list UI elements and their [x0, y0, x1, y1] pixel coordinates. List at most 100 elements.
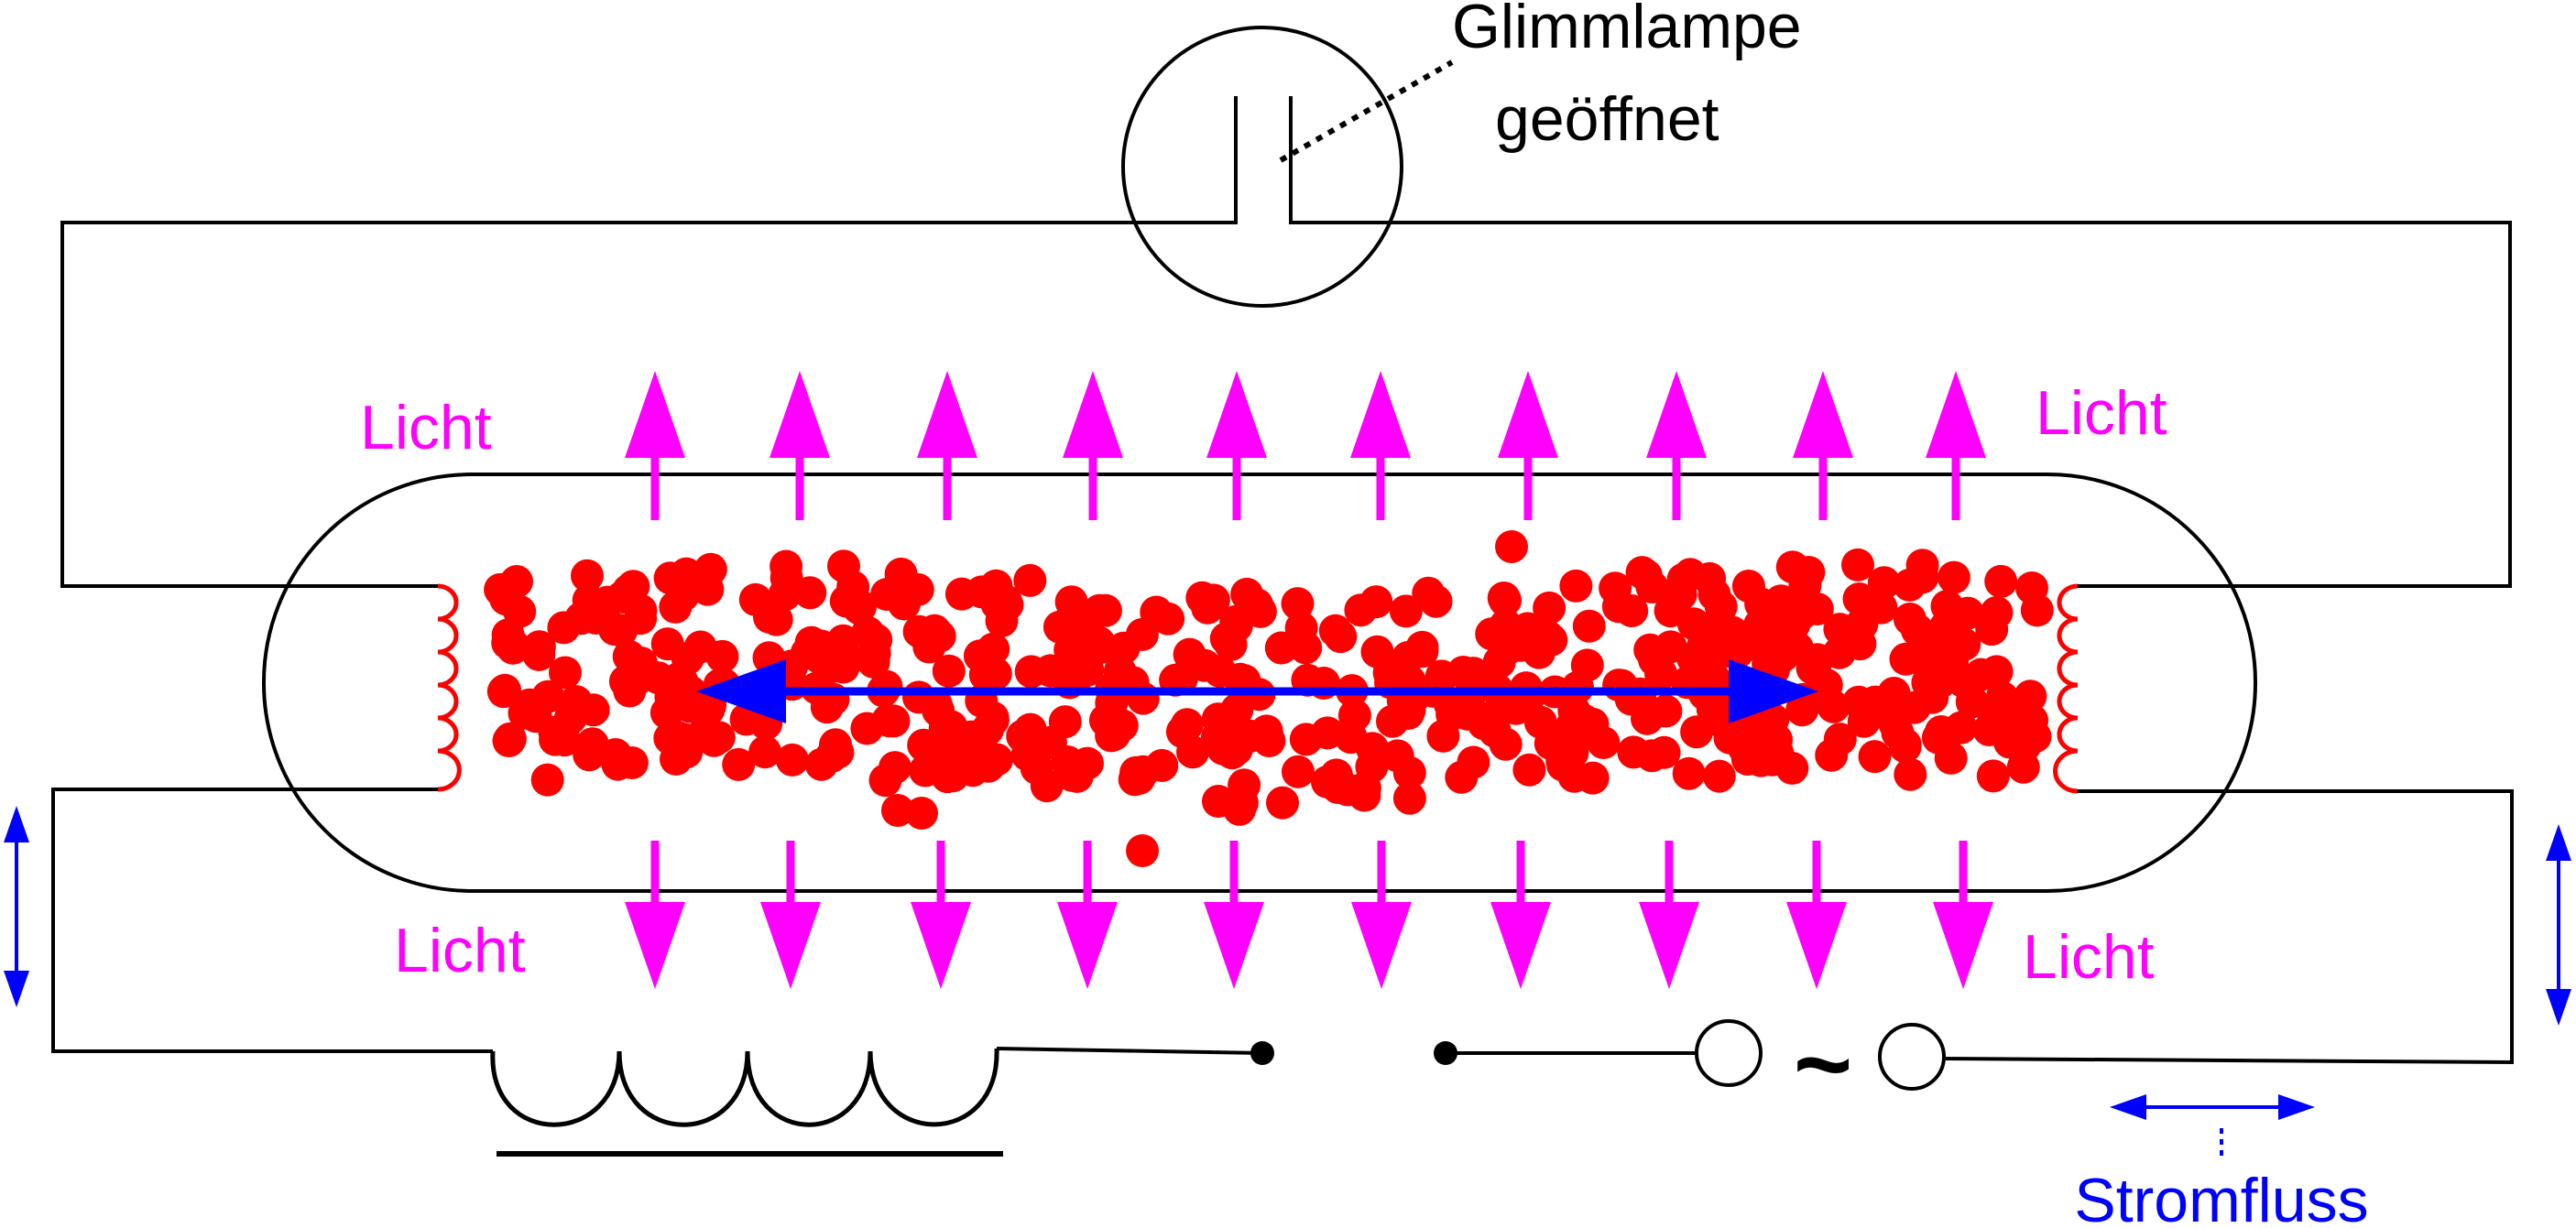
electron: [919, 688, 953, 721]
light-arrow-down-10-head: [1933, 902, 1993, 989]
electron: [670, 735, 704, 769]
electron: [1252, 724, 1286, 757]
light-arrow-down-3-head: [911, 902, 971, 989]
upper-wire-loop: [60, 96, 1238, 588]
electron: [548, 723, 582, 757]
electron: [1481, 696, 1515, 730]
electron: [1672, 756, 1706, 790]
electron: [1867, 566, 1901, 600]
electron: [1828, 614, 1861, 648]
electron: [1482, 646, 1516, 679]
electron: [1702, 759, 1736, 793]
electron: [1289, 723, 1323, 756]
electron: [1225, 786, 1259, 820]
electron: [559, 685, 593, 719]
ac-symbol: ~: [1794, 1008, 1852, 1121]
electron: [654, 680, 688, 714]
electron: [1495, 530, 1528, 563]
lower-wire-middle: [996, 1047, 1263, 1055]
switch-contact-right: [1434, 1041, 1457, 1065]
filament-left: [437, 583, 462, 792]
electron: [1457, 745, 1490, 779]
current-flow-arrows: [4, 806, 2571, 1161]
light-arrow-up-6-head: [1350, 371, 1411, 458]
electron: [522, 630, 556, 664]
light-arrow-up-5-head: [1206, 371, 1267, 458]
electron: [1191, 591, 1225, 625]
electron: [1318, 614, 1352, 647]
glow-starter-pointer: [1279, 60, 1454, 163]
electron: [748, 735, 782, 769]
electron: [1054, 585, 1088, 619]
discharge-arrow: [696, 659, 1818, 723]
light-arrow-up-9-head: [1793, 371, 1853, 458]
electron: [1631, 701, 1664, 735]
electron: [937, 757, 971, 791]
electron: [1841, 548, 1874, 581]
electron: [1604, 668, 1638, 702]
electron: [1555, 723, 1589, 756]
electron: [1955, 685, 1989, 719]
glow-starter: [1121, 26, 1454, 308]
electron: [877, 704, 911, 738]
electron: [1975, 613, 2009, 647]
electron: [1512, 753, 1546, 787]
electron: [884, 557, 918, 591]
electron: [1800, 643, 1834, 677]
electron: [1475, 617, 1509, 651]
light-arrow-down-4-head: [1057, 902, 1118, 989]
electron: [759, 603, 793, 636]
electron: [1152, 602, 1185, 636]
electron: [1013, 563, 1047, 597]
electron: [1126, 834, 1159, 867]
lower-wire-right: [1943, 789, 2514, 1065]
electron: [1944, 711, 1978, 744]
electron: [1511, 612, 1545, 646]
upper-wire-right: [1289, 96, 2512, 588]
electron: [1800, 592, 1834, 625]
electron: [1900, 614, 1934, 647]
electron: [1897, 690, 1931, 724]
electron: [1389, 594, 1423, 628]
electron: [1964, 657, 1998, 691]
electron: [909, 754, 943, 788]
electron: [1281, 587, 1315, 621]
electron: [1033, 725, 1067, 759]
electron: [775, 743, 809, 777]
electron: [1664, 578, 1697, 612]
light-arrow-down-5-head: [1204, 902, 1264, 989]
electron: [2014, 679, 2047, 713]
electron: [1088, 593, 1122, 627]
electron: [1680, 715, 1714, 749]
electron: [492, 724, 526, 757]
electron: [606, 581, 639, 614]
open-switch: [1250, 1041, 1457, 1065]
electron: [1570, 648, 1604, 682]
electron: [683, 630, 717, 664]
glow-starter-label-line1: Glimmlampe: [1452, 0, 1802, 61]
electron: [518, 700, 552, 734]
electron: [1948, 627, 1981, 661]
electron: [1489, 583, 1522, 617]
electron: [601, 747, 635, 781]
electron: [881, 794, 914, 827]
lower-wire-left: [51, 788, 493, 1053]
electron: [1405, 635, 1439, 668]
current-arrow-right-head-top: [2546, 824, 2571, 861]
electron: [1289, 631, 1323, 665]
electron: [1061, 659, 1095, 693]
light-arrow-down-8-head: [1639, 902, 1699, 989]
light-label-bottom-right: Licht: [2023, 922, 2155, 992]
light-arrow-up-2-head: [770, 371, 830, 458]
glow-starter-bulb: [1121, 26, 1403, 308]
electron: [549, 656, 582, 690]
electron: [1264, 631, 1298, 665]
electron: [1107, 631, 1141, 665]
text-labels: Glimmlampe geöffnet Licht Licht Licht Li…: [360, 0, 2369, 1228]
electron: [1489, 727, 1523, 761]
electron: [1934, 741, 1968, 775]
electron: [1858, 740, 1892, 774]
current-flow-label: Stromfluss: [2074, 1166, 2368, 1228]
electron: [497, 629, 530, 663]
electron: [868, 764, 902, 798]
